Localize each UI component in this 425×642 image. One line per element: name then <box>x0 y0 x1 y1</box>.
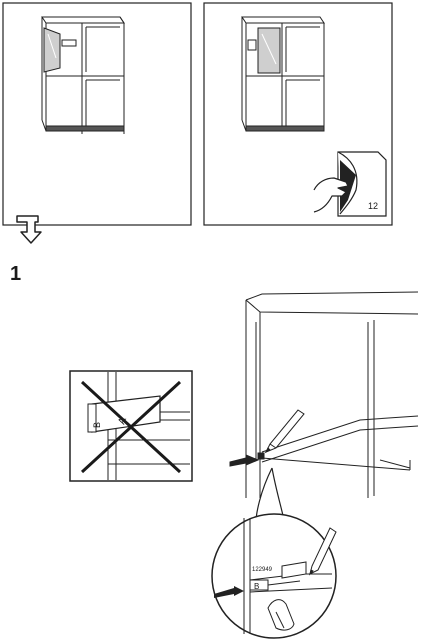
zoom-part-number: 122949 <box>252 567 273 573</box>
shelf-corner-drawing <box>229 291 419 498</box>
next-step-arrow <box>16 215 42 244</box>
page-reference-icon: 12 <box>313 151 387 217</box>
zoom-arrow <box>214 586 244 598</box>
zoom-inset: 122949 B <box>211 467 337 639</box>
zoom-label-b: B <box>254 582 259 591</box>
step-number: 1 <box>10 263 21 285</box>
page-ref-number: 12 <box>368 201 378 211</box>
zoom-circle <box>211 513 337 639</box>
wrong-label-b: B <box>92 422 102 428</box>
top-right-panel-frame <box>203 2 393 226</box>
top-left-panel-frame <box>2 2 192 226</box>
shelf-unit-open-door <box>41 16 125 134</box>
shelf-unit-closed-door <box>241 16 325 132</box>
wrong-cross-line <box>80 380 182 474</box>
wrong-way-inset: A B <box>69 370 193 482</box>
top-left-panel <box>2 2 192 226</box>
top-right-panel: 12 <box>203 2 393 226</box>
